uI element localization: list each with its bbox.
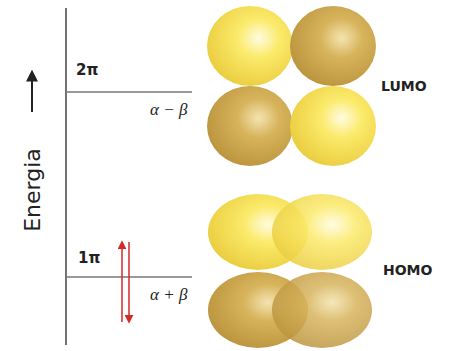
level-name: 2π bbox=[76, 63, 98, 78]
orbital-label: LUMO bbox=[381, 79, 427, 93]
level-energy: α + β bbox=[150, 286, 187, 303]
level-energy: α − β bbox=[150, 101, 187, 118]
energy-arrow bbox=[31, 72, 33, 112]
orbital-lobe bbox=[272, 194, 372, 270]
orbital-lobe bbox=[272, 272, 372, 348]
orbital-lobe bbox=[290, 6, 376, 86]
electron-spin-down bbox=[128, 242, 130, 322]
axis-label: Energia bbox=[22, 148, 44, 232]
level-name: 1π bbox=[78, 251, 100, 266]
energy-axis bbox=[65, 8, 67, 345]
orbital-lobe bbox=[207, 86, 293, 166]
orbital-lobe bbox=[290, 86, 376, 166]
energy-level bbox=[66, 91, 192, 93]
orbital-label: HOMO bbox=[383, 263, 432, 277]
electron-spin-up bbox=[121, 242, 123, 322]
orbital-lobe bbox=[207, 6, 293, 86]
